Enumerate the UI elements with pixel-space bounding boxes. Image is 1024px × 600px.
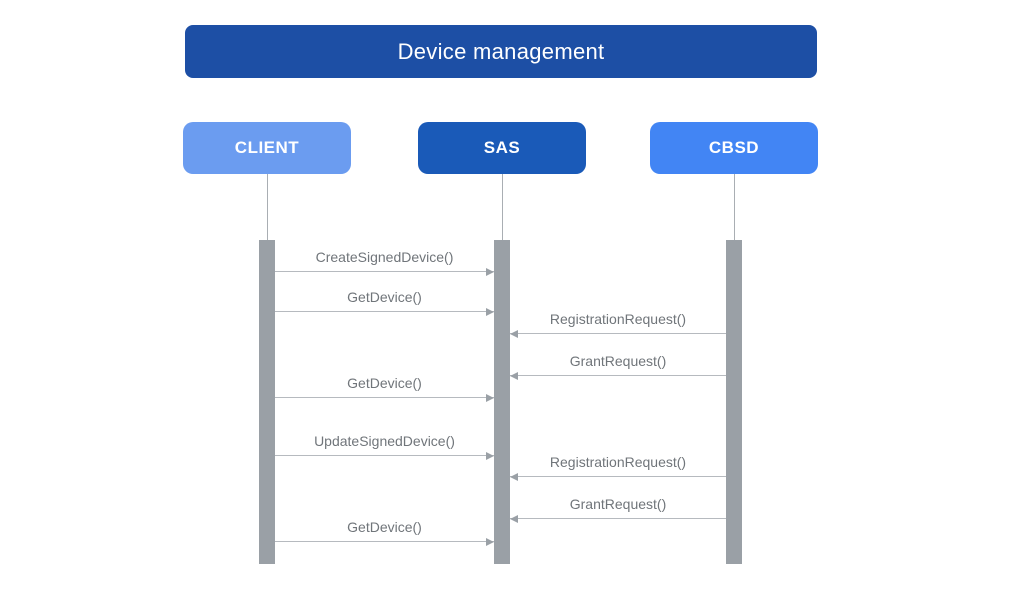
- arrowhead-right-icon: [486, 537, 494, 546]
- message-registration-request-2: RegistrationRequest(): [510, 454, 726, 481]
- arrowhead-left-icon: [510, 329, 518, 338]
- arrowhead-left-icon: [510, 472, 518, 481]
- message-label: GrantRequest(): [569, 496, 667, 512]
- message-label: GrantRequest(): [569, 353, 667, 369]
- actor-cbsd: CBSD: [650, 122, 818, 174]
- activation-bar-sas: [494, 240, 510, 564]
- message-line: [275, 454, 494, 456]
- message-label: GetDevice(): [347, 375, 422, 391]
- arrowhead-right-icon: [486, 267, 494, 276]
- message-update-signed-device: UpdateSignedDevice(): [275, 433, 494, 460]
- message-line: [510, 332, 726, 334]
- message-line: [275, 396, 494, 398]
- message-registration-request-1: RegistrationRequest(): [510, 311, 726, 338]
- message-label: UpdateSignedDevice(): [314, 433, 455, 449]
- lifeline-sas: [502, 174, 503, 240]
- message-label: RegistrationRequest(): [549, 454, 687, 470]
- arrowhead-right-icon: [486, 393, 494, 402]
- activation-bar-client: [259, 240, 275, 564]
- message-line: [510, 475, 726, 477]
- message-label: CreateSignedDevice(): [315, 249, 454, 265]
- message-get-device-3: GetDevice(): [275, 519, 494, 546]
- message-grant-request-2: GrantRequest(): [510, 496, 726, 523]
- message-get-device-1: GetDevice(): [275, 289, 494, 316]
- message-create-signed-device: CreateSignedDevice(): [275, 249, 494, 276]
- message-label: GetDevice(): [347, 289, 422, 305]
- message-line: [275, 540, 494, 542]
- message-line: [275, 310, 494, 312]
- lifeline-client: [267, 174, 268, 240]
- actor-client: CLIENT: [183, 122, 351, 174]
- message-label: GetDevice(): [347, 519, 422, 535]
- arrowhead-right-icon: [486, 451, 494, 460]
- message-label: RegistrationRequest(): [549, 311, 687, 327]
- message-line: [510, 374, 726, 376]
- activation-bar-cbsd: [726, 240, 742, 564]
- message-grant-request-1: GrantRequest(): [510, 353, 726, 380]
- diagram-title: Device management: [185, 25, 817, 78]
- message-get-device-2: GetDevice(): [275, 375, 494, 402]
- arrowhead-left-icon: [510, 371, 518, 380]
- message-line: [275, 270, 494, 272]
- arrowhead-left-icon: [510, 514, 518, 523]
- arrowhead-right-icon: [486, 307, 494, 316]
- actor-sas: SAS: [418, 122, 586, 174]
- lifeline-cbsd: [734, 174, 735, 240]
- message-line: [510, 517, 726, 519]
